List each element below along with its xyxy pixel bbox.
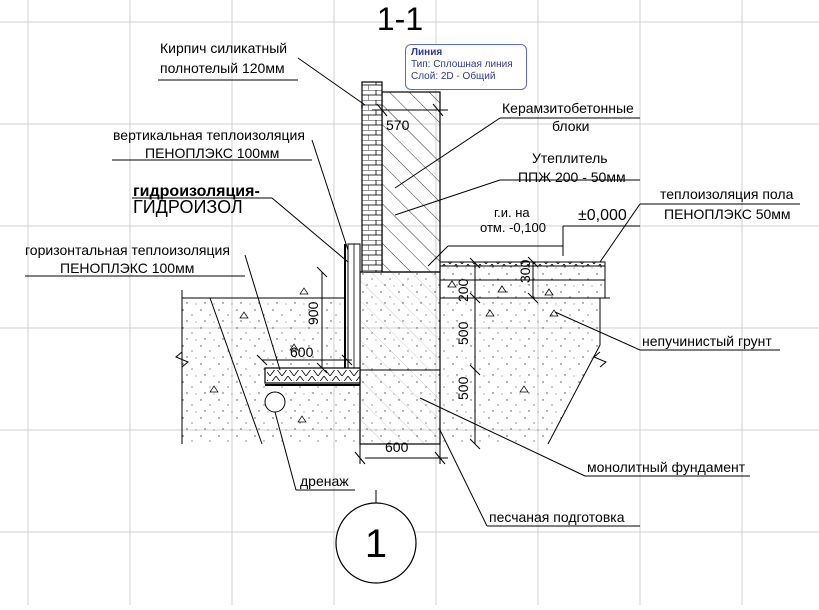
label-blocks-2: блоки [552, 118, 589, 134]
label-vert-ins-2: ПЕНОПЛЭКС 100мм [145, 145, 279, 161]
horizontal-insulation [264, 367, 361, 386]
line-tooltip: Линия Тип: Сплошная линия Слой: 2D - Общ… [405, 44, 527, 90]
label-insulation-1: Утеплитель [532, 150, 608, 166]
monolithic-foundation [359, 271, 441, 445]
level-zero: ±0,000 [578, 207, 627, 224]
leader-lines [25, 57, 800, 527]
vertical-insulation [344, 243, 361, 369]
tooltip-title: Линия [411, 47, 443, 58]
level-ground-1: г.и. на [494, 205, 530, 220]
brick-cladding [361, 81, 383, 273]
floor-layers [439, 261, 606, 299]
label-drainage: дренаж [300, 473, 349, 489]
label-foundation: монолитный фундамент [587, 459, 746, 475]
label-waterproof-1: гидроизоляция- [133, 183, 260, 200]
dim-foundation-upper: 500 [455, 321, 471, 345]
soil-left [175, 290, 360, 445]
level-ground-2: отм. -0,100 [480, 220, 546, 235]
tooltip-layer: Слой: 2D - Общий [411, 71, 496, 82]
label-floor-ins-1: теплоизоляция пола [660, 186, 794, 202]
aggregate-marks [209, 287, 559, 423]
label-soil: непучинистый грунт [642, 333, 772, 349]
axis-marker: 1 [335, 502, 417, 584]
label-brick-2: полнотелый 120мм [160, 60, 285, 76]
dim-wall-width: 570 [386, 117, 410, 133]
dim-base-600: 600 [385, 439, 409, 455]
label-floor-ins-2: ПЕНОПЛЭКС 50мм [664, 206, 791, 222]
dim-plinth-200: 200 [455, 278, 471, 302]
label-horiz-ins-1: горизонтальная теплоизоляция [25, 242, 230, 258]
tooltip-type: Тип: Сплошная линия [411, 59, 513, 70]
label-sand: песчаная подготовка [489, 509, 625, 525]
soil-right [440, 297, 610, 445]
label-insulation-2: ППЖ 200 - 50мм [518, 169, 626, 185]
label-waterproof-2: ГИДРОИЗОЛ [133, 197, 243, 217]
label-vert-ins-1: вертикальная теплоизоляция [113, 127, 305, 143]
dim-horiz-600: 600 [290, 344, 314, 360]
axis-marker-label: 1 [365, 522, 387, 566]
dim-depth-900: 900 [305, 301, 321, 325]
label-horiz-ins-2: ПЕНОПЛЭКС 100мм [60, 260, 194, 276]
label-blocks-1: Керамзитобетонные [502, 100, 634, 116]
dim-floor-300: 300 [517, 259, 533, 283]
drainage-pipe [264, 391, 286, 413]
section-title: 1-1 [377, 1, 423, 37]
dim-foundation-lower: 500 [455, 376, 471, 400]
label-brick-1: Кирпич силикатный [160, 40, 287, 56]
dimension-lines [256, 103, 539, 465]
